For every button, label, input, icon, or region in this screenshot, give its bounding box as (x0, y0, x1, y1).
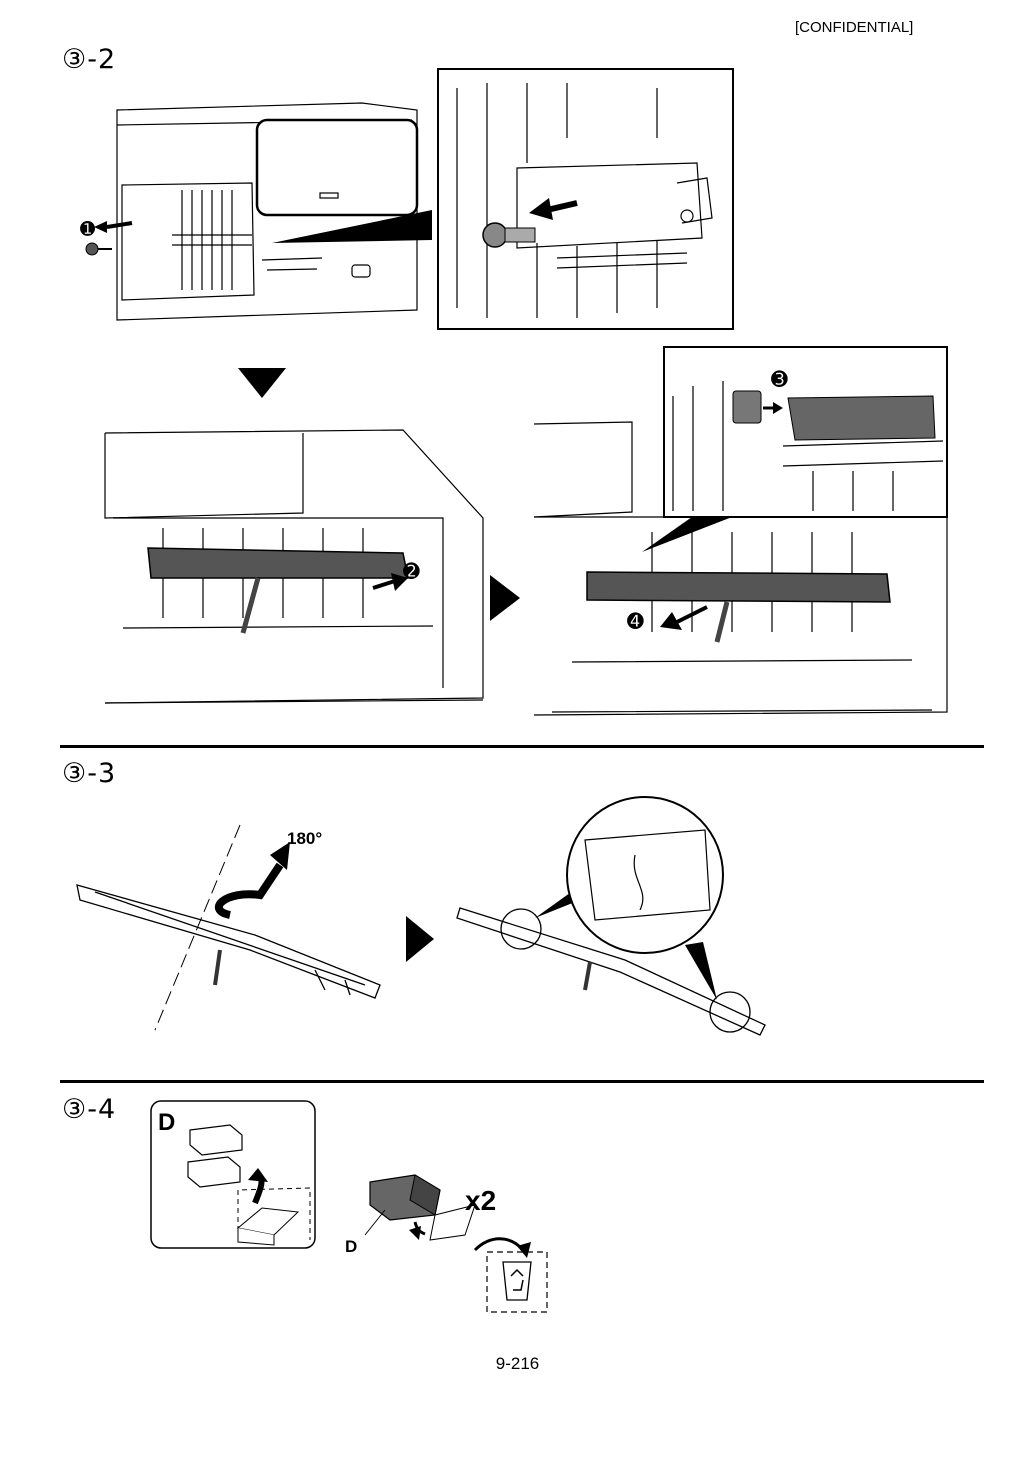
printer-illustration-guide-removal: ➍ (533, 421, 948, 716)
callout-3: ➌ (771, 369, 788, 391)
step-label-3-3: ③-3 (62, 758, 117, 789)
part-d-box-label: D (158, 1109, 175, 1136)
step-label-3-4: ③-4 (62, 1094, 117, 1125)
recycle-bin-icon (486, 1251, 548, 1313)
page-number: 9-216 (495, 1354, 540, 1373)
right-arrow-icon-2 (406, 916, 434, 962)
inset-screw-closeup (437, 68, 734, 330)
part-d-pointer-label: D (345, 1237, 357, 1256)
quantity-label: x2 (465, 1185, 496, 1216)
section-divider (60, 745, 984, 748)
printer-illustration-guide: ➋ (104, 429, 484, 704)
confidential-header: [CONFIDENTIAL] (795, 19, 914, 36)
guide-flipped-illustration (456, 796, 766, 1036)
part-d-illustration: D x2 (345, 1174, 531, 1258)
rotation-label: 180° (287, 829, 322, 848)
section-divider-2 (60, 1080, 984, 1083)
printer-illustration-screw: ➊ (80, 102, 432, 321)
down-arrow-icon (238, 368, 286, 398)
callout-4: ➍ (627, 611, 644, 633)
guide-rotation-illustration: 180° (76, 824, 381, 1031)
part-d-box-illustration: D (150, 1100, 316, 1249)
callout-2: ➋ (403, 561, 420, 583)
inset-connector-closeup: ➌ (663, 346, 948, 518)
right-arrow-icon (490, 575, 520, 621)
callout-1: ➊ (80, 219, 95, 239)
step-label-3-2: ③-2 (62, 44, 117, 75)
